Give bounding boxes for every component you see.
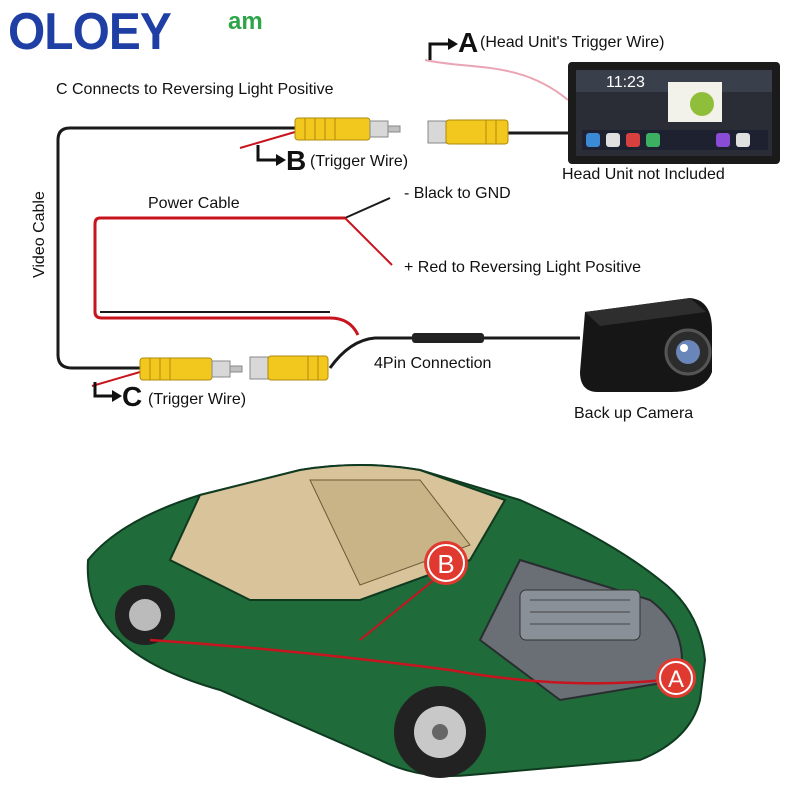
car-marker-a: A	[656, 658, 696, 698]
label-black-gnd: - Black to GND	[404, 185, 511, 202]
label-c-connects: C Connects to Reversing Light Positive	[56, 81, 334, 98]
car-marker-b: B	[424, 541, 468, 585]
car-illustration	[86, 464, 707, 778]
head-unit-trigger-wire	[424, 59, 569, 101]
label-backup-camera: Back up Camera	[574, 405, 694, 422]
video-cable	[56, 126, 295, 370]
label-head-unit-trigger: (Head Unit's Trigger Wire)	[480, 34, 665, 51]
brand-logo: OLOEY	[8, 3, 172, 61]
power-cable-black-top	[344, 197, 391, 219]
label-four-pin: 4Pin Connection	[374, 355, 492, 372]
camera-cable	[328, 336, 412, 369]
label-c-trigger: (Trigger Wire)	[148, 391, 247, 408]
car-marker-a-label: A	[668, 666, 684, 693]
marker-c: C	[122, 381, 143, 412]
brand-logo-suffix: am	[228, 8, 263, 35]
rca-connector-top-right	[427, 119, 509, 145]
label-b-trigger: (Trigger Wire)	[310, 153, 409, 170]
head-unit-image	[568, 62, 780, 164]
head-unit-time: 11:23	[606, 74, 645, 91]
rca-connector-top-left	[294, 117, 401, 141]
power-cable-red-positive	[344, 217, 393, 266]
rca-connector-bottom-right	[249, 355, 329, 381]
arrow-c-icon	[93, 382, 112, 398]
marker-b: B	[286, 145, 307, 176]
backup-camera-image	[580, 298, 712, 392]
rca-connector-bottom-left	[139, 357, 243, 381]
arrow-a-icon	[428, 42, 448, 60]
label-power-cable: Power Cable	[148, 195, 240, 212]
power-cable-red	[93, 216, 360, 336]
label-video-cable: Video Cable	[31, 191, 48, 278]
label-head-unit-note: Head Unit not Included	[562, 166, 725, 183]
label-red-positive: + Red to Reversing Light Positive	[404, 259, 642, 276]
four-pin-connector	[412, 333, 484, 343]
car-marker-b-label: B	[437, 549, 454, 579]
marker-a: A	[458, 27, 479, 58]
arrow-b-icon	[256, 145, 276, 162]
